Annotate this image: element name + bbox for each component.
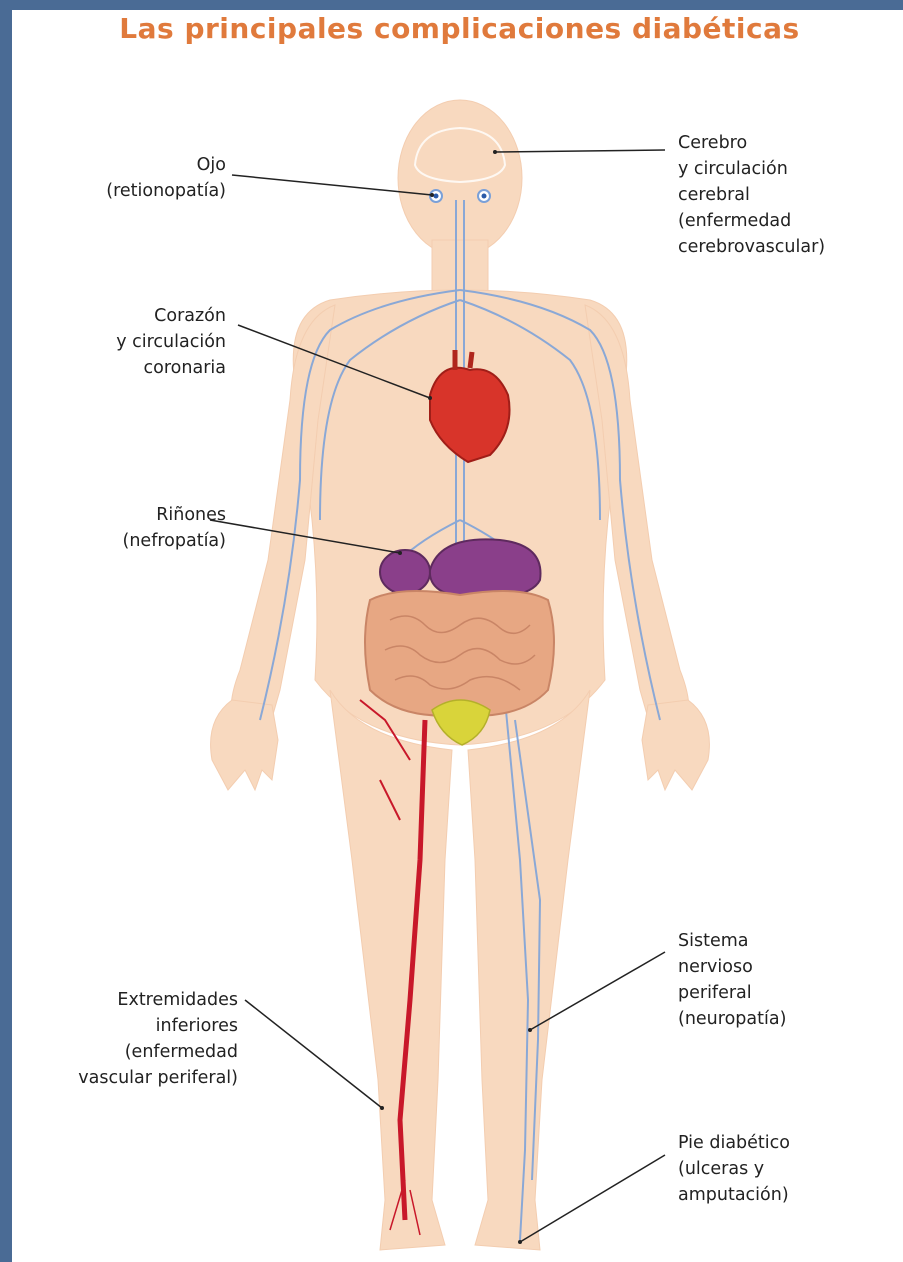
label-sistema-line1: Sistema: [678, 928, 888, 954]
label-corazon: Corazón y circulación coronaria: [30, 303, 226, 381]
label-pie-line2: (ulceras y: [678, 1156, 888, 1182]
label-cerebro-line1: Cerebro: [678, 130, 898, 156]
label-sistema: Sistema nervioso periferal (neuropatía): [678, 928, 888, 1032]
intestines: [365, 591, 554, 716]
label-ojo-line2: (retionopatía): [30, 178, 226, 204]
label-cerebro-line4: (enfermedad: [678, 208, 898, 234]
label-corazon-line3: coronaria: [30, 355, 226, 381]
label-rinones-line2: (nefropatía): [30, 528, 226, 554]
kidney-left: [380, 550, 430, 594]
label-ojo: Ojo (retionopatía): [30, 152, 226, 204]
right-hand: [642, 700, 709, 790]
label-extremidades-line3: (enfermedad: [10, 1039, 238, 1065]
label-rinones-line1: Riñones: [30, 502, 226, 528]
label-ojo-line1: Ojo: [30, 152, 226, 178]
label-cerebro-line5: cerebrovascular): [678, 234, 898, 260]
label-extremidades-line1: Extremidades: [10, 987, 238, 1013]
left-leg: [330, 690, 452, 1250]
label-pie-line3: amputación): [678, 1182, 888, 1208]
label-rinones: Riñones (nefropatía): [30, 502, 226, 554]
label-corazon-line1: Corazón: [30, 303, 226, 329]
label-sistema-line4: (neuropatía): [678, 1006, 888, 1032]
label-corazon-line2: y circulación: [30, 329, 226, 355]
label-pie: Pie diabético (ulceras y amputación): [678, 1130, 888, 1208]
label-sistema-line3: periferal: [678, 980, 888, 1006]
label-extremidades: Extremidades inferiores (enfermedad vasc…: [10, 987, 238, 1091]
label-extremidades-line2: inferiores: [10, 1013, 238, 1039]
left-hand: [211, 700, 278, 790]
label-cerebro-line2: y circulación: [678, 156, 898, 182]
label-pie-line1: Pie diabético: [678, 1130, 888, 1156]
label-extremidades-line4: vascular periferal): [10, 1065, 238, 1091]
label-cerebro: Cerebro y circulación cerebral (enfermed…: [678, 130, 898, 260]
label-cerebro-line3: cerebral: [678, 182, 898, 208]
stomach: [430, 539, 541, 598]
head: [398, 100, 522, 256]
right-leg: [468, 690, 590, 1250]
label-sistema-line2: nervioso: [678, 954, 888, 980]
